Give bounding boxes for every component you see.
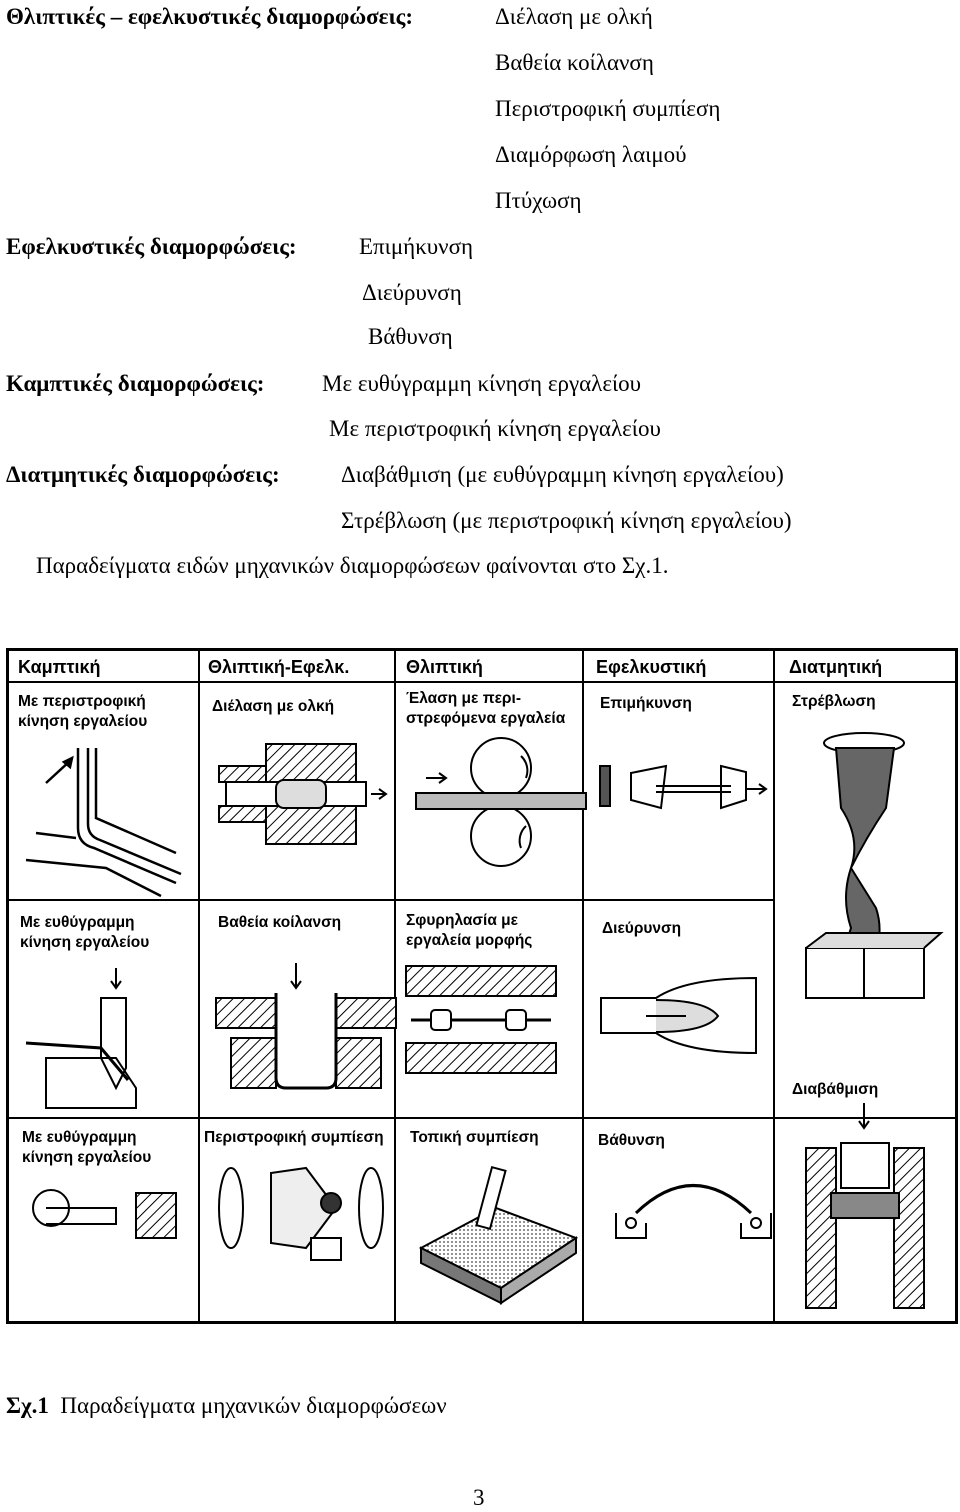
label-rolling-2: στρεφόμενα εργαλεία — [406, 710, 566, 727]
item-twisting: Στρέβλωση (με περιστροφική κίνηση εργαλε… — [341, 507, 792, 535]
label-linear-bending-2: κίνηση εργαλείου — [20, 934, 149, 951]
item-spinning: Περιστροφική συμπίεση — [495, 95, 720, 123]
label-forging-2: εργαλεία μορφής — [406, 932, 532, 949]
caption-text: Παραδείγματα μηχανικών διαμορφώσεων — [60, 1393, 446, 1418]
forging-drawing — [406, 966, 556, 1073]
item-deep-drawing: Βαθεία κοίλανση — [495, 49, 654, 77]
label-linear-bending-3: Με ευθύγραμμη — [22, 1129, 137, 1146]
twisting-drawing — [806, 733, 941, 998]
caption-number: Σχ.1 — [6, 1393, 49, 1418]
label-linear-bending-1: Με ευθύγραμμη — [20, 914, 135, 931]
expansion-drawing — [601, 978, 756, 1053]
rotary-bending-drawing — [26, 748, 181, 896]
forming-methods-figure: Καμπτική Θλιπτική-Εφελκ. Θλιπτική Εφελκυ… — [6, 648, 958, 1324]
recessing-drawing — [616, 1186, 771, 1239]
stepping-drawing — [806, 1103, 924, 1308]
item-flanging: Πτύχωση — [495, 187, 582, 215]
header-shear: Διατμητική — [789, 657, 882, 677]
elongation-drawing — [600, 766, 766, 808]
heading-shear: Διατμητικές διαμορφώσεις: — [6, 461, 280, 489]
heading-tensile: Εφελκυστικές διαμορφώσεις: — [6, 233, 297, 261]
label-twisting: Στρέβλωση — [792, 693, 876, 710]
heading-compressive-tensile: Θλιπτικές – εφελκυστικές διαμορφώσεις: — [6, 3, 413, 31]
label-extrusion: Διέλαση με ολκή — [212, 698, 334, 715]
header-tensile: Εφελκυστική — [596, 657, 706, 677]
label-rotary-bending-1: Με περιστροφική — [18, 693, 146, 710]
deep-drawing-drawing — [216, 963, 396, 1088]
header-compressive: Θλιπτική — [406, 657, 483, 677]
heading-bending: Καμπτικές διαμορφώσεις: — [6, 370, 264, 398]
item-elongation: Επιμήκυνση — [359, 233, 473, 261]
label-spinning: Περιστροφική συμπίεση — [204, 1129, 384, 1146]
label-linear-bending-4: κίνηση εργαλείου — [22, 1149, 151, 1166]
label-expansion: Διεύρυνση — [602, 920, 681, 937]
label-rolling-1: Έλαση με περι- — [406, 690, 521, 707]
spinning-drawing — [219, 1168, 383, 1260]
item-rotary-tool: Με περιστροφική κίνηση εργαλείου — [329, 415, 661, 443]
item-linear-tool: Με ευθύγραμμη κίνηση εργαλείου — [322, 370, 641, 398]
extrusion-drawing — [219, 744, 386, 844]
label-elongation: Επιμήκυνση — [600, 695, 692, 712]
label-local-compression: Τοπική συμπίεση — [410, 1129, 539, 1146]
label-stepping: Διαβάθμιση — [792, 1081, 878, 1098]
linear-bending-2-drawing — [33, 1190, 176, 1238]
label-forging-1: Σφυρηλασία με — [406, 912, 519, 929]
rolling-drawing — [416, 738, 586, 866]
label-recessing: Βάθυνση — [598, 1132, 665, 1149]
local-compression-drawing — [421, 1167, 576, 1303]
figure-caption: Σχ.1 Παραδείγματα μηχανικών διαμορφώσεων — [6, 1392, 447, 1420]
item-stepping: Διαβάθμιση (με ευθύγραμμη κίνηση εργαλεί… — [341, 461, 784, 489]
header-compressive-tensile: Θλιπτική-Εφελκ. — [208, 657, 349, 677]
linear-bending-drawing — [26, 968, 136, 1108]
item-necking: Διαμόρφωση λαιμού — [495, 141, 687, 169]
item-recessing: Βάθυνση — [368, 323, 453, 351]
item-expansion: Διεύρυνση — [362, 279, 462, 307]
header-bending: Καμπτική — [18, 657, 101, 677]
label-rotary-bending-2: κίνηση εργαλείου — [18, 713, 147, 730]
item-extrusion-drawing: Διέλαση με ολκή — [495, 3, 653, 31]
figure-reference-paragraph: Παραδείγματα ειδών μηχανικών διαμορφώσεω… — [36, 552, 668, 580]
label-deep-drawing: Βαθεία κοίλανση — [218, 914, 341, 931]
